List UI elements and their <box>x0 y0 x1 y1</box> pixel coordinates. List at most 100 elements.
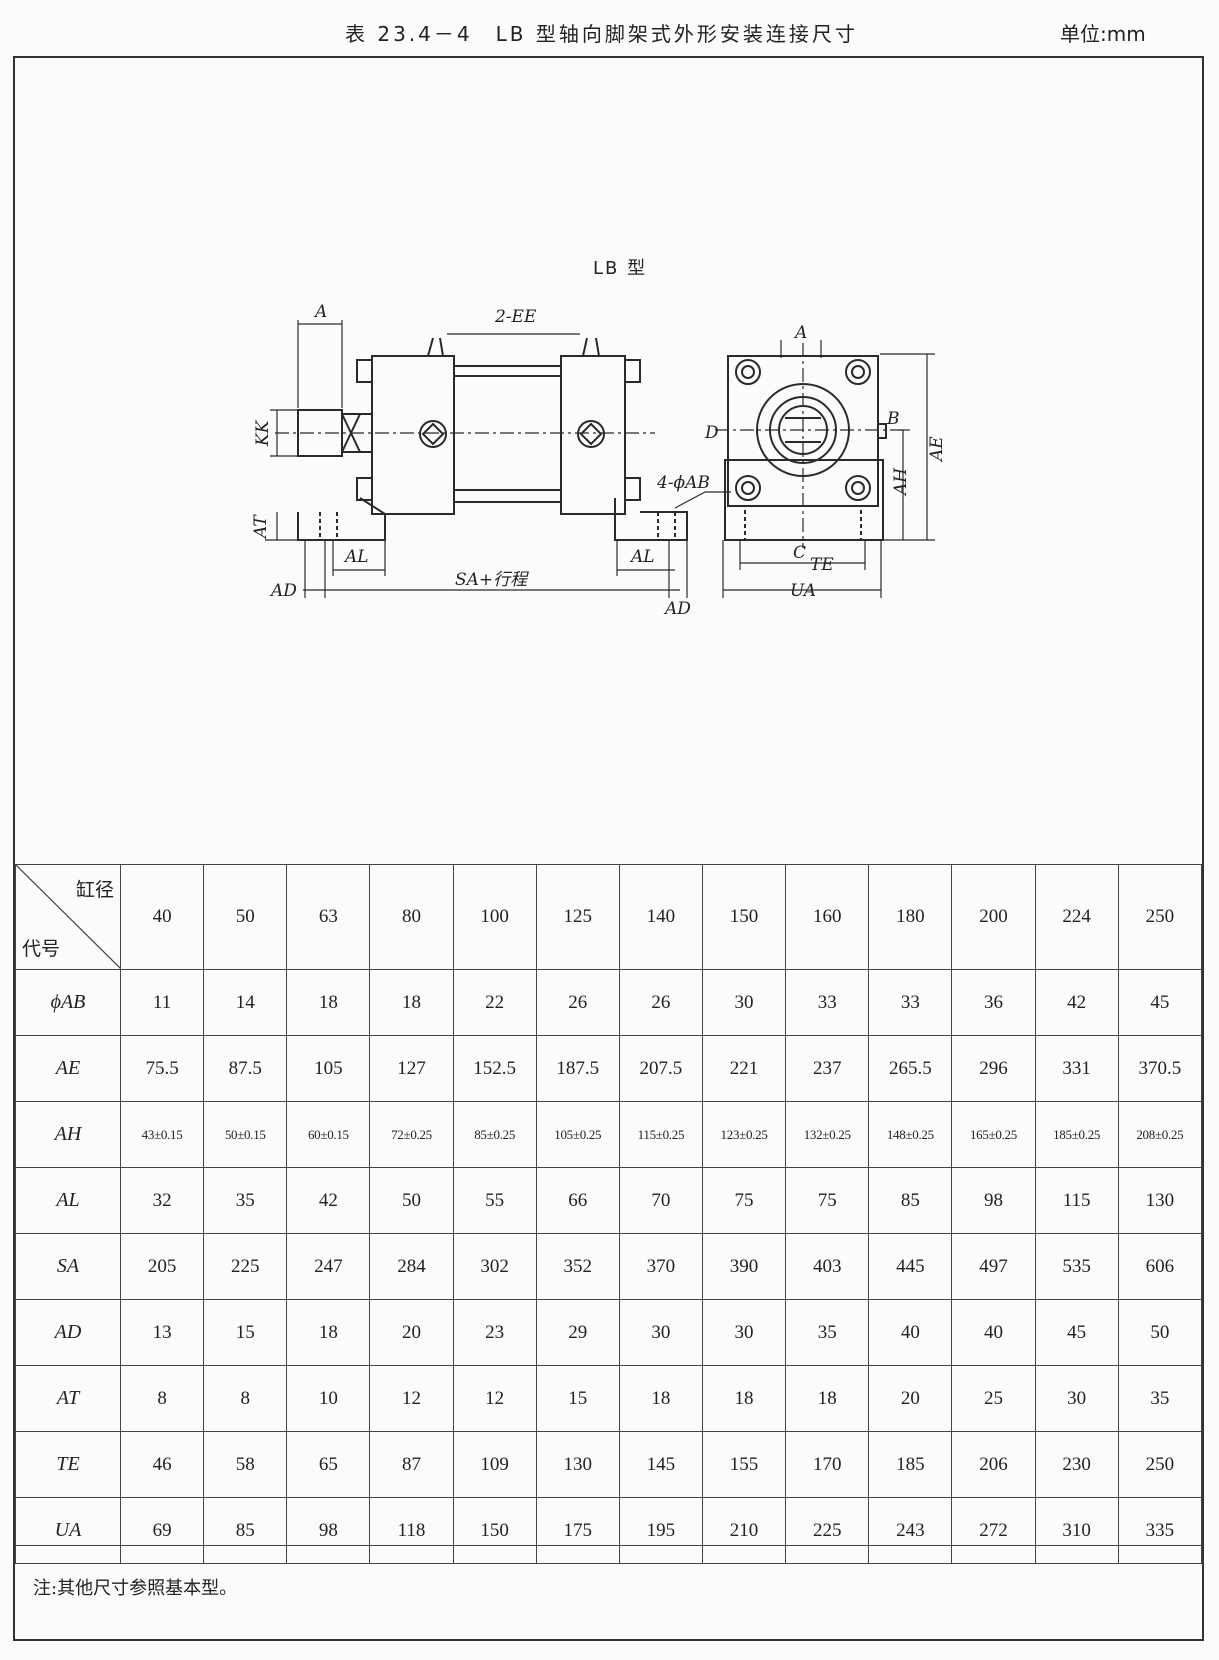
bore-header-cell: 80 <box>369 864 454 970</box>
table-cell: 221 <box>701 1035 787 1102</box>
table-cell: 310 <box>1034 1497 1119 1564</box>
row-code-cell: ϕAB <box>15 969 121 1036</box>
bore-header-cell: 250 <box>1117 864 1203 970</box>
row-code-cell: AL <box>15 1167 121 1234</box>
table-cell: 66 <box>535 1167 620 1234</box>
table-frame: LB 型 <box>13 56 1204 1641</box>
table-cell: 75 <box>701 1167 787 1234</box>
table-cell: 8 <box>203 1365 288 1432</box>
table-cell: 403 <box>785 1233 870 1300</box>
table-cell: 130 <box>1117 1167 1203 1234</box>
table-cell: 85±0.25 <box>452 1101 537 1168</box>
table-cell: 152.5 <box>452 1035 537 1102</box>
bore-header-cell: 125 <box>535 864 620 970</box>
table-cell: 237 <box>785 1035 870 1102</box>
label-ad-right: AD <box>663 599 691 619</box>
figure-title: LB 型 <box>593 258 648 279</box>
label-d: D <box>704 423 719 443</box>
table-cell: 118 <box>369 1497 454 1564</box>
table-cell: 15 <box>535 1365 620 1432</box>
table-cell: 8 <box>119 1365 205 1432</box>
row-code-cell: SA <box>15 1233 121 1300</box>
table-cell: 13 <box>119 1299 205 1366</box>
label-al-right: AL <box>629 547 655 567</box>
table-cell: 115±0.25 <box>618 1101 703 1168</box>
bore-header-cell: 50 <box>203 864 288 970</box>
table-cell: 35 <box>785 1299 870 1366</box>
table-cell: 58 <box>203 1431 288 1498</box>
table-cell: 29 <box>535 1299 620 1366</box>
table-cell: 70 <box>618 1167 703 1234</box>
table-cell: 32 <box>119 1167 205 1234</box>
table-cell: 185±0.25 <box>1034 1101 1119 1168</box>
table-cell: 127 <box>369 1035 454 1102</box>
table-cell: 18 <box>286 969 371 1036</box>
table-cell: 87.5 <box>203 1035 288 1102</box>
table-cell: 30 <box>1034 1365 1119 1432</box>
port-front <box>419 420 447 448</box>
table-cell: 370 <box>618 1233 703 1300</box>
table-cell: 45 <box>1117 969 1203 1036</box>
page-header: 表 23.4－4 LB 型轴向脚架式外形安装连接尺寸 单位:mm <box>0 12 1219 52</box>
table-cell: 22 <box>452 969 537 1036</box>
table-cell: 148±0.25 <box>868 1101 953 1168</box>
corner-bottom-label: 代号 <box>22 939 61 960</box>
table-cell: 65 <box>286 1431 371 1498</box>
table-cell: 535 <box>1034 1233 1119 1300</box>
table-cell: 207.5 <box>618 1035 703 1102</box>
row-code-cell: TE <box>15 1431 121 1498</box>
table-cell: 50 <box>369 1167 454 1234</box>
label-a: A <box>313 302 327 322</box>
table-cell: 46 <box>119 1431 205 1498</box>
table-cell: 115 <box>1034 1167 1119 1234</box>
table-cell: 123±0.25 <box>701 1101 787 1168</box>
table-cell: 43±0.15 <box>119 1101 205 1168</box>
table-cell: 243 <box>868 1497 953 1564</box>
table-cell: 87 <box>369 1431 454 1498</box>
label-at: AT <box>251 514 271 540</box>
table-cell: 150 <box>452 1497 537 1564</box>
rod-thread <box>297 409 343 457</box>
table-cell: 331 <box>1034 1035 1119 1102</box>
row-code-cell: AH <box>15 1101 121 1168</box>
table-cell: 195 <box>618 1497 703 1564</box>
row-code-cell: AT <box>15 1365 121 1432</box>
label-ua: UA <box>790 581 816 601</box>
table-cell: 170 <box>785 1431 870 1498</box>
label-a-end: A <box>793 323 807 343</box>
end-view-foot <box>724 459 884 541</box>
table-cell: 18 <box>369 969 454 1036</box>
table-cell: 370.5 <box>1117 1035 1203 1102</box>
table-cell: 72±0.25 <box>369 1101 454 1168</box>
row-code-cell: AE <box>15 1035 121 1102</box>
table-cell: 75 <box>785 1167 870 1234</box>
table-cell: 225 <box>203 1233 288 1300</box>
table-cell: 130 <box>535 1431 620 1498</box>
table-cell: 98 <box>286 1497 371 1564</box>
table-cell: 606 <box>1117 1233 1203 1300</box>
table-cell: 205 <box>119 1233 205 1300</box>
table-cell: 109 <box>452 1431 537 1498</box>
table-cell: 175 <box>535 1497 620 1564</box>
table-cell: 23 <box>452 1299 537 1366</box>
table-cell: 225 <box>785 1497 870 1564</box>
table-cell: 85 <box>868 1167 953 1234</box>
table-cell: 40 <box>868 1299 953 1366</box>
table-cell: 33 <box>868 969 953 1036</box>
bore-header-cell: 160 <box>785 864 870 970</box>
bore-header-cell: 100 <box>452 864 537 970</box>
table-cell: 185 <box>868 1431 953 1498</box>
table-cell: 30 <box>701 969 787 1036</box>
table-cell: 352 <box>535 1233 620 1300</box>
table-cell: 40 <box>951 1299 1036 1366</box>
label-al-left: AL <box>343 547 369 567</box>
drawing-area: LB 型 <box>15 58 1202 868</box>
